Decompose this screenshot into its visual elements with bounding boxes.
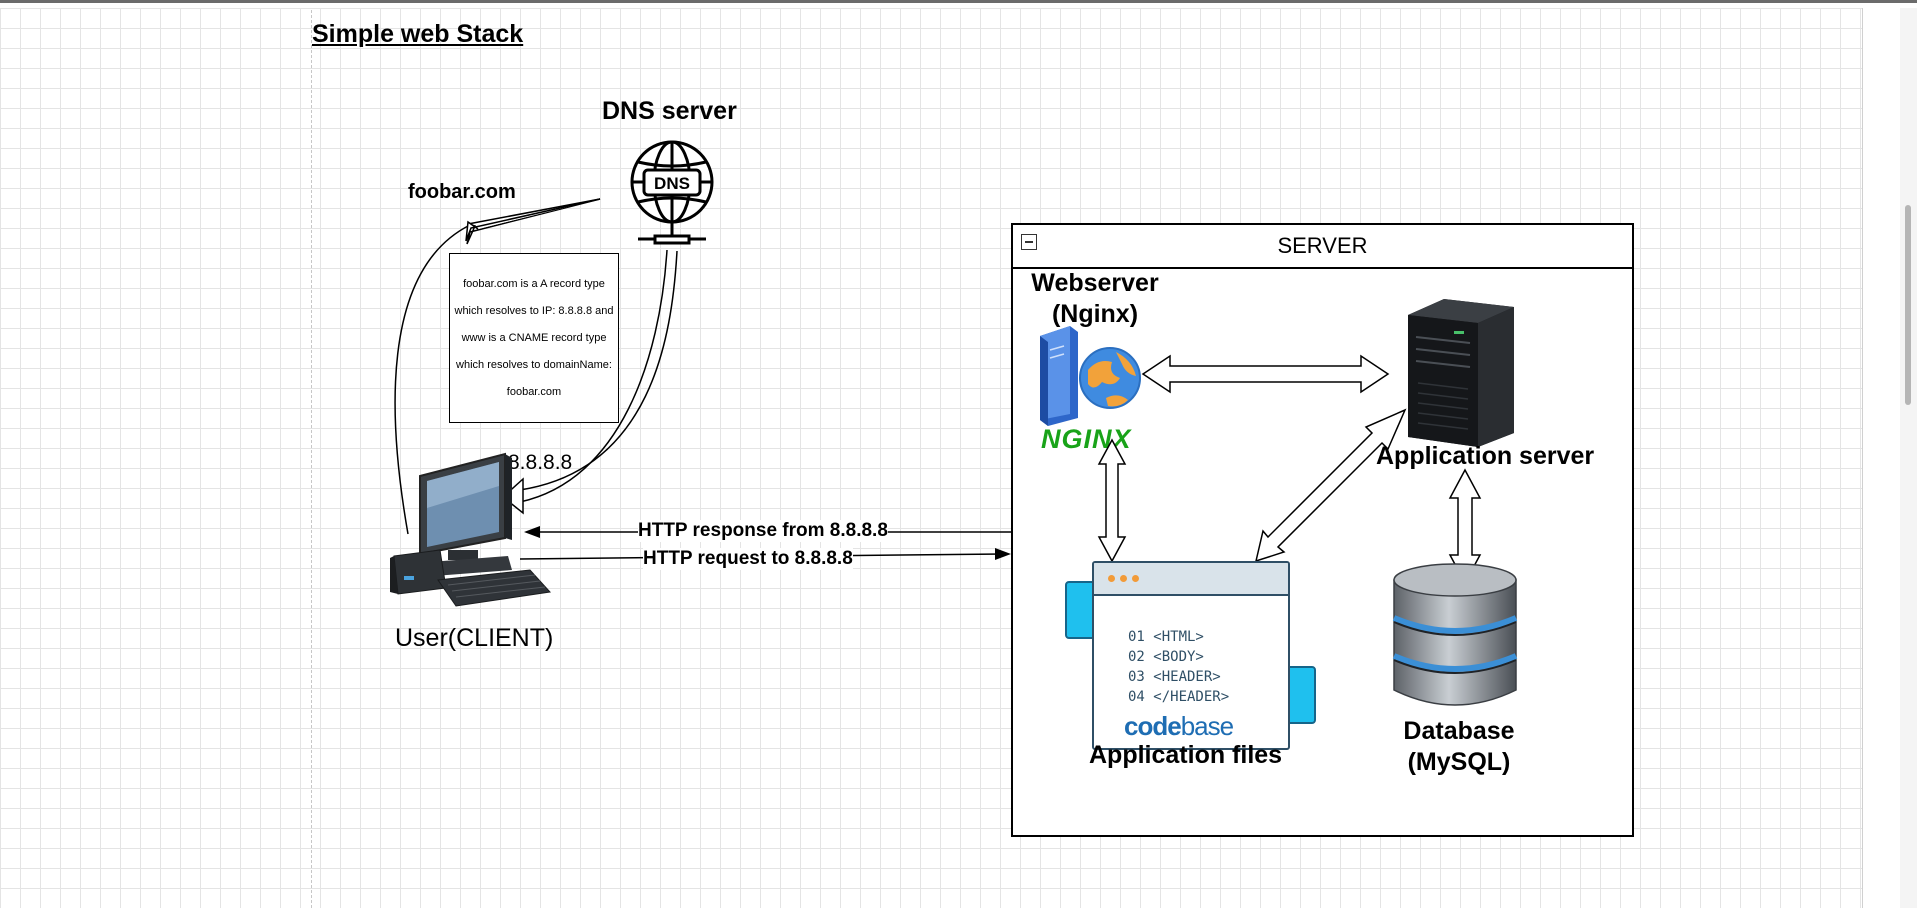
collapse-icon[interactable] [1021, 234, 1037, 250]
server-title[interactable]: SERVER [1277, 233, 1368, 258]
window-dot [1120, 575, 1127, 582]
client-label[interactable]: User(CLIENT) [395, 624, 554, 652]
note-line: which resolves to IP: 8.8.8.8 and [454, 304, 614, 317]
resolved-ip-label[interactable]: 8.8.8.8 [508, 451, 573, 474]
code-lines: 01 <HTML> 02 <BODY> 03 <HEADER> 04 </HEADER… [1128, 627, 1229, 707]
note-line: which resolves to domainName: [456, 358, 612, 371]
client-to-dns-curve[interactable] [394, 224, 471, 535]
database-label[interactable]: Database (MySQL) [1403, 717, 1515, 776]
diagram-title[interactable]: Simple web Stack [312, 20, 524, 48]
code-line: 03 <HEADER> [1128, 669, 1221, 685]
http-request-label[interactable]: HTTP request to 8.8.8.8 [643, 548, 853, 570]
dns-globe-icon[interactable]: DNS [620, 135, 720, 251]
application-files-label[interactable]: Application files [1089, 741, 1283, 769]
code-window-titlebar [1094, 563, 1288, 596]
client-computer-icon[interactable] [390, 446, 555, 616]
code-line: 01 <HTML> [1128, 629, 1204, 645]
note-line: www is a CNAME record type [461, 331, 607, 344]
ip-response-arrowhead [501, 477, 524, 515]
dns-record-note[interactable]: foobar.com is a A record type which reso… [449, 253, 619, 423]
dns-icon-text: DNS [654, 174, 690, 193]
window-dot [1132, 575, 1139, 582]
application-server-icon[interactable] [1404, 297, 1516, 449]
appfiles-appserver-arrow[interactable] [1254, 408, 1407, 563]
page-edge [1862, 8, 1863, 908]
webserver-appfiles-arrow[interactable] [1097, 438, 1127, 563]
top-toolbar-edge [0, 0, 1917, 3]
codebase-logo-light: base [1180, 711, 1234, 741]
webserver-appserver-arrow[interactable] [1141, 354, 1390, 394]
database-icon[interactable] [1390, 560, 1520, 712]
vertical-scrollbar[interactable] [1900, 8, 1917, 908]
code-line: 04 </HEADER> [1128, 689, 1230, 705]
dns-query-arrow[interactable] [466, 198, 601, 245]
server-header: SERVER [1013, 225, 1632, 269]
webserver-globe-icon[interactable] [1036, 322, 1142, 426]
webserver-label[interactable]: Webserver (Nginx) [1031, 269, 1159, 328]
dns-server-title[interactable]: DNS server [602, 97, 737, 125]
application-server-label[interactable]: Application server [1376, 442, 1595, 470]
http-request-arrowhead [995, 548, 1011, 560]
page-break-line [311, 10, 312, 908]
domain-label[interactable]: foobar.com [408, 181, 516, 203]
note-line: foobar.com is a A record type [463, 277, 605, 290]
note-line: foobar.com [506, 385, 562, 398]
window-dot [1108, 575, 1115, 582]
application-files-icon[interactable]: 01 <HTML> 02 <BODY> 03 <HEADER> 04 </HEADER… [1092, 561, 1290, 750]
code-line: 02 <BODY> [1128, 649, 1204, 665]
scrollbar-thumb[interactable] [1905, 205, 1911, 405]
http-response-label[interactable]: HTTP response from 8.8.8.8 [638, 520, 888, 542]
dns-response-curve[interactable] [519, 250, 678, 491]
codebase-logo-bold: code [1124, 711, 1182, 741]
codebase-logo: codebase [1124, 711, 1234, 742]
http-response-arrowhead [524, 526, 540, 538]
